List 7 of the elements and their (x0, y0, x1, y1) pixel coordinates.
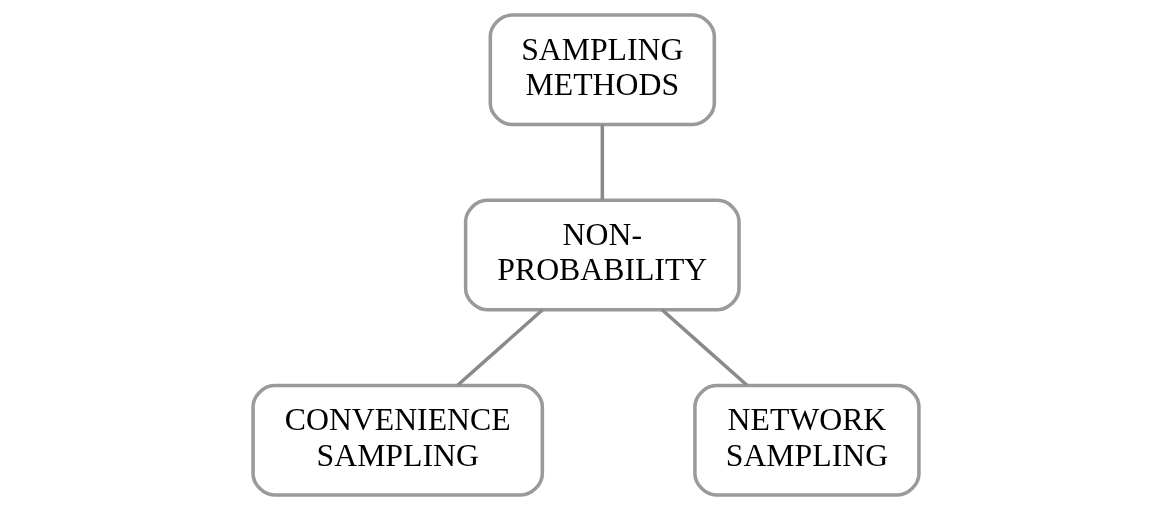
connector (456, 308, 544, 387)
node-box: NON- PROBABILITY (463, 198, 741, 312)
node-box: CONVENIENCE SAMPLING (250, 383, 544, 497)
connector (660, 308, 748, 387)
connector (600, 124, 604, 200)
node-box: NETWORK SAMPLING (692, 383, 921, 497)
node-box: SAMPLING METHODS (488, 13, 716, 127)
